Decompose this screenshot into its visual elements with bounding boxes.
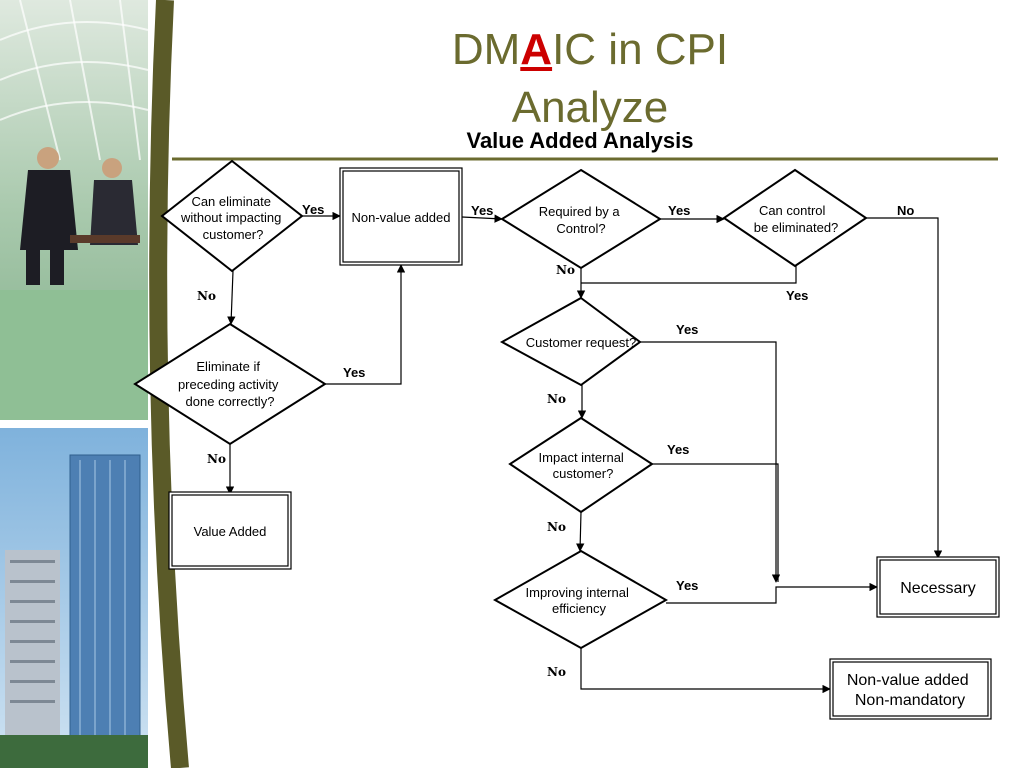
box-non-value-added-non-mandatory (829, 658, 992, 720)
diamond-customer-request (499, 296, 642, 387)
diamond-can-eliminate (160, 159, 304, 273)
edge-d7-b3 (666, 582, 878, 604)
title-accent-letter: A (520, 25, 553, 74)
edge-d6-d7 (575, 511, 585, 552)
box-value-added (168, 491, 292, 570)
diamond-required-by-control (500, 168, 662, 270)
edge-d4-d5 (581, 266, 797, 284)
edge-label-d5-d6: No (547, 392, 566, 406)
page-subtitle: Value Added Analysis (466, 128, 694, 153)
edge-label-d6-b3: Yes (667, 442, 689, 457)
edge-label-d2-b2: No (207, 452, 226, 466)
business-people-figures (20, 147, 140, 285)
edge-label-d1-d2: No (197, 289, 216, 303)
edge-label-d7-b3: Yes (676, 578, 698, 593)
edge-label-d7-b4: No (547, 665, 566, 679)
node-label-customer-request: Customer request? (526, 335, 637, 350)
page-title-line2: Analyze (511, 83, 669, 132)
edge-d7-b4 (580, 646, 831, 694)
edge-label-d4-d5: Yes (786, 288, 808, 303)
box-non-value-added (339, 167, 463, 266)
sidebar-photos (0, 0, 190, 768)
node-label-non-value-added-non-mandatory: Non-value added Non-mandatory (847, 672, 973, 709)
edge-label-d3-d5: No (556, 263, 575, 277)
edge-b1-d3 (461, 214, 503, 223)
edge-label-b1-d3: Yes (471, 203, 493, 218)
title-part-dm: DM (451, 25, 521, 74)
edge-label-d5-b3: Yes (676, 322, 698, 337)
edge-label-d4-b3: No (897, 203, 914, 218)
city-skyline-photo (0, 428, 148, 768)
diamond-improving-internal-efficiency (492, 549, 669, 650)
office-photo (0, 0, 149, 420)
node-label-non-value-added: Non-value added (351, 210, 450, 225)
node-label-eliminate-if-preceding: Eliminate if preceding activity done cor… (178, 359, 282, 409)
edge-label-d1-b1: Yes (302, 202, 324, 217)
node-label-can-control-eliminated: Can control be eliminated? (754, 203, 839, 235)
diamond-can-control-eliminated (722, 168, 868, 268)
edge-d2-b1 (325, 264, 406, 385)
box-necessary (876, 556, 1000, 618)
edge-d5-b3 (640, 341, 781, 583)
diamond-eliminate-if-preceding (133, 322, 327, 446)
edge-d6-b3 (652, 463, 779, 582)
edge-label-d6-d7: No (547, 520, 566, 534)
page-title: DMAIC in CPI (300, 26, 880, 74)
edge-d4-b3 (866, 217, 943, 559)
edge-label-d3-d4: Yes (668, 203, 690, 218)
diamond-impact-internal-customer (508, 416, 654, 514)
node-label-required-by-control: Required by a Control? (539, 204, 624, 236)
node-label-value-added: Value Added (194, 524, 267, 539)
node-label-can-eliminate: Can eliminate without impacting customer… (180, 194, 285, 242)
title-part-rest: IC in CPI (552, 25, 729, 74)
node-label-necessary: Necessary (900, 580, 976, 597)
edge-label-d2-b1: Yes (343, 365, 365, 380)
edge-d1-d2 (227, 270, 236, 325)
node-label-impact-internal-customer: Impact internal customer? (539, 450, 628, 481)
node-label-improving-internal-efficiency: Improving internal efficiency (526, 585, 633, 616)
